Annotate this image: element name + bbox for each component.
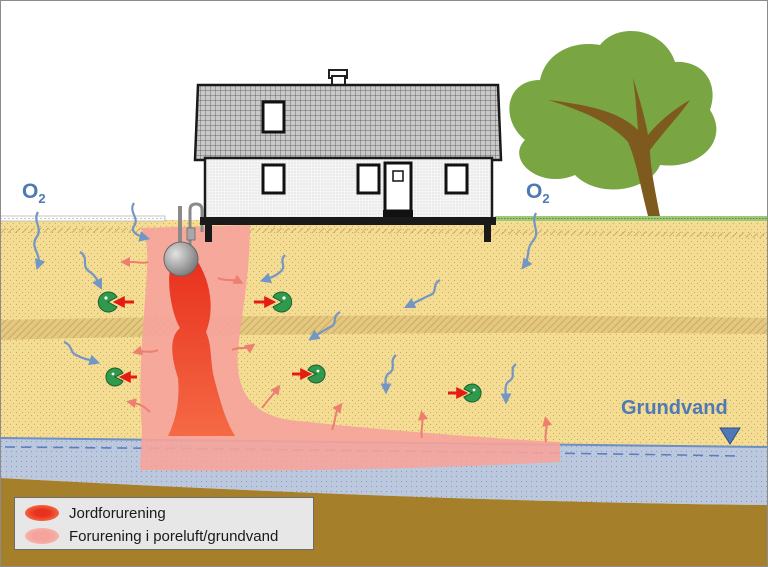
oxygen-arrow [131, 202, 151, 242]
oxygen-arrow [63, 340, 101, 366]
legend-label: Forurening i poreluft/grundvand [69, 527, 279, 545]
soil-contamination-swatch [25, 505, 59, 521]
oxygen-label: O2 [22, 180, 46, 206]
pore-air-contamination-swatch [25, 528, 59, 544]
foundation [200, 217, 496, 225]
microbe [292, 364, 326, 384]
pore-air-contamination-plume [138, 225, 560, 471]
oxygen-label: O2 [526, 180, 550, 206]
tree-canopy [509, 30, 717, 190]
oxygen-arrows [33, 202, 538, 405]
tree [509, 30, 717, 216]
oxygen-arrow [500, 363, 517, 405]
window [261, 100, 286, 134]
window [261, 163, 286, 195]
oxygen-arrow [33, 211, 46, 271]
oxygen-arrow [380, 354, 397, 395]
legend-label: Jordforurening [69, 504, 166, 522]
water-table-marker-icon [719, 427, 741, 445]
legend-item-pore-air-contamination: Forurening i poreluft/grundvand [25, 525, 278, 547]
microbe [97, 291, 134, 313]
microbe [254, 291, 293, 313]
window [444, 163, 469, 195]
oxygen-arrow [521, 212, 538, 270]
tree-trunk [548, 78, 690, 216]
door [383, 161, 413, 213]
legend: Jordforurening Forurening i poreluft/gru… [14, 497, 314, 550]
roof [193, 83, 503, 162]
oxygen-arrow [308, 311, 341, 341]
legend-item-soil-contamination: Jordforurening [25, 502, 166, 524]
ground-surface [0, 215, 768, 222]
house [193, 69, 503, 242]
window [356, 163, 381, 195]
groundwater-label: Grundvand [621, 397, 728, 419]
microbe [105, 367, 137, 387]
oil-tank [163, 202, 204, 277]
microbe [448, 383, 482, 403]
oxygen-arrow [259, 254, 286, 284]
oxygen-arrow [404, 279, 441, 308]
microbes [97, 291, 482, 403]
soil-contamination-plume [168, 262, 235, 436]
house-wall [203, 156, 494, 221]
oxygen-arrow [79, 251, 102, 290]
vapor-arrows [120, 257, 553, 443]
